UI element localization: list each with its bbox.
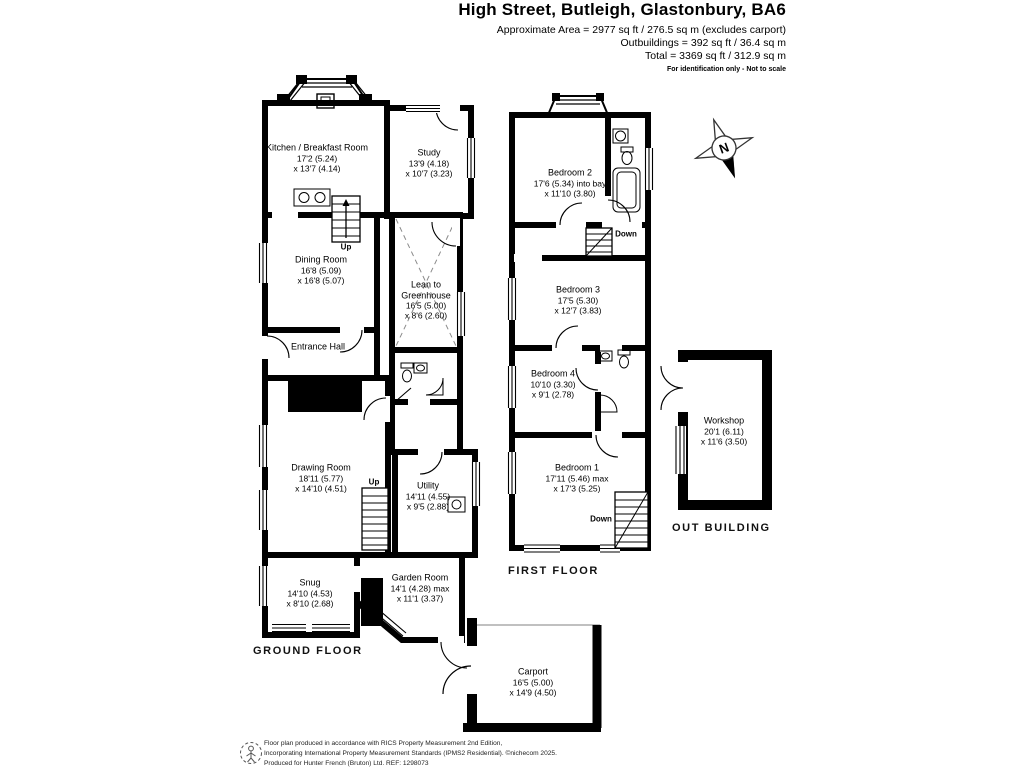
- room-label-kitchen: Kitchen / Breakfast Room 17'2 (5.24) x 1…: [265, 142, 369, 174]
- nichecom-logo-icon: [240, 742, 262, 764]
- room-label-entrance-hall: Entrance Hall: [290, 341, 346, 352]
- stairs-down-label-bedroom1: Down: [590, 514, 612, 524]
- room-label-carport: Carport 16'5 (5.00) x 14'9 (4.50): [509, 666, 557, 698]
- door-gaps: [258, 104, 688, 644]
- footer-line1: Floor plan produced in accordance with R…: [264, 740, 503, 747]
- first-floor-walls: [509, 112, 651, 551]
- utility-appliance: [447, 496, 466, 513]
- window-glyphs: [258, 104, 685, 640]
- ground-floor-label: GROUND FLOOR: [253, 645, 363, 657]
- footer-line2: Incorporating International Property Mea…: [264, 750, 557, 758]
- room-label-garden: Garden Room 14'1 (4.28) max x 11'1 (3.37…: [390, 572, 450, 604]
- stairs-kitchen: [331, 195, 361, 243]
- disclaimer: For identification only - Not to scale: [666, 66, 786, 73]
- stairs-first-top: [585, 227, 613, 257]
- footer-line3: Produced for Hunter French (Bruton) Ltd.…: [264, 760, 429, 768]
- kitchen-bay-window: [284, 77, 369, 104]
- kitchen-bay-piers: [277, 75, 372, 106]
- door-arcs: [266, 107, 684, 669]
- ground-floor-walls: [262, 100, 478, 643]
- bathroom-fixtures: [612, 128, 641, 213]
- compass-icon: N: [693, 117, 755, 179]
- room-label-utility: Utility 14'11 (4.55) x 9'5 (2.88): [405, 480, 451, 512]
- stairs-drawing: [361, 487, 389, 551]
- bedroom2-bay-window: [547, 95, 609, 116]
- greenhouse-glazing: [395, 218, 457, 347]
- stairs-up-label-drawing: Up: [368, 477, 380, 487]
- room-label-leanto: Lean to Greenhouse 16'5 (5.00) x 8'6 (2.…: [401, 279, 451, 321]
- outbuildings-line: Outbuildings = 392 sq ft / 36.4 sq m: [620, 37, 786, 49]
- header: High Street, Butleigh, Glastonbury, BA6 …: [458, 0, 786, 73]
- stairs-down-label-landing: Down: [615, 229, 637, 239]
- carport-walls: [442, 618, 602, 732]
- room-label-bedroom1: Bedroom 1 17'11 (5.46) max x 17'3 (5.25): [545, 462, 609, 494]
- approximate-area-line: Approximate Area = 2977 sq ft / 276.5 sq…: [496, 24, 786, 36]
- page-title: High Street, Butleigh, Glastonbury, BA6: [458, 0, 786, 19]
- kitchen-fixtures: [293, 93, 335, 207]
- outbuilding-label: OUT BUILDING: [672, 522, 771, 534]
- first-floor-label: FIRST FLOOR: [508, 565, 599, 577]
- room-label-snug: Snug 14'10 (4.53) x 8'10 (2.68): [286, 577, 334, 609]
- outbuilding-walls: [678, 350, 772, 510]
- stairs-first-bottom: [614, 491, 649, 549]
- bedroom2-bay-piers: [552, 93, 604, 101]
- footer: Floor plan produced in accordance with R…: [264, 739, 557, 768]
- room-label-workshop: Workshop 20'1 (6.11) x 11'6 (3.50): [700, 415, 748, 447]
- room-label-drawing: Drawing Room 18'11 (5.77) x 14'10 (4.51): [291, 462, 351, 494]
- room-label-bedroom4: Bedroom 4 10'10 (3.30) x 9'1 (2.78): [530, 368, 576, 400]
- stairs-up-label-kitchen: Up: [340, 242, 352, 252]
- ground-showerroom-fixtures: [400, 362, 444, 396]
- room-label-bedroom3: Bedroom 3 17'5 (5.30) x 12'7 (3.83): [554, 284, 602, 316]
- room-label-bedroom2: Bedroom 2 17'6 (5.34) into bay x 11'10 (…: [533, 167, 607, 199]
- total-area-line: Total = 3369 sq ft / 312.9 sq m: [645, 50, 786, 62]
- first-showerroom-fixtures: [598, 349, 631, 413]
- room-label-dining: Dining Room 16'8 (5.09) x 16'8 (5.07): [294, 254, 348, 286]
- room-label-study: Study 13'9 (4.18) x 10'7 (3.23): [405, 147, 453, 179]
